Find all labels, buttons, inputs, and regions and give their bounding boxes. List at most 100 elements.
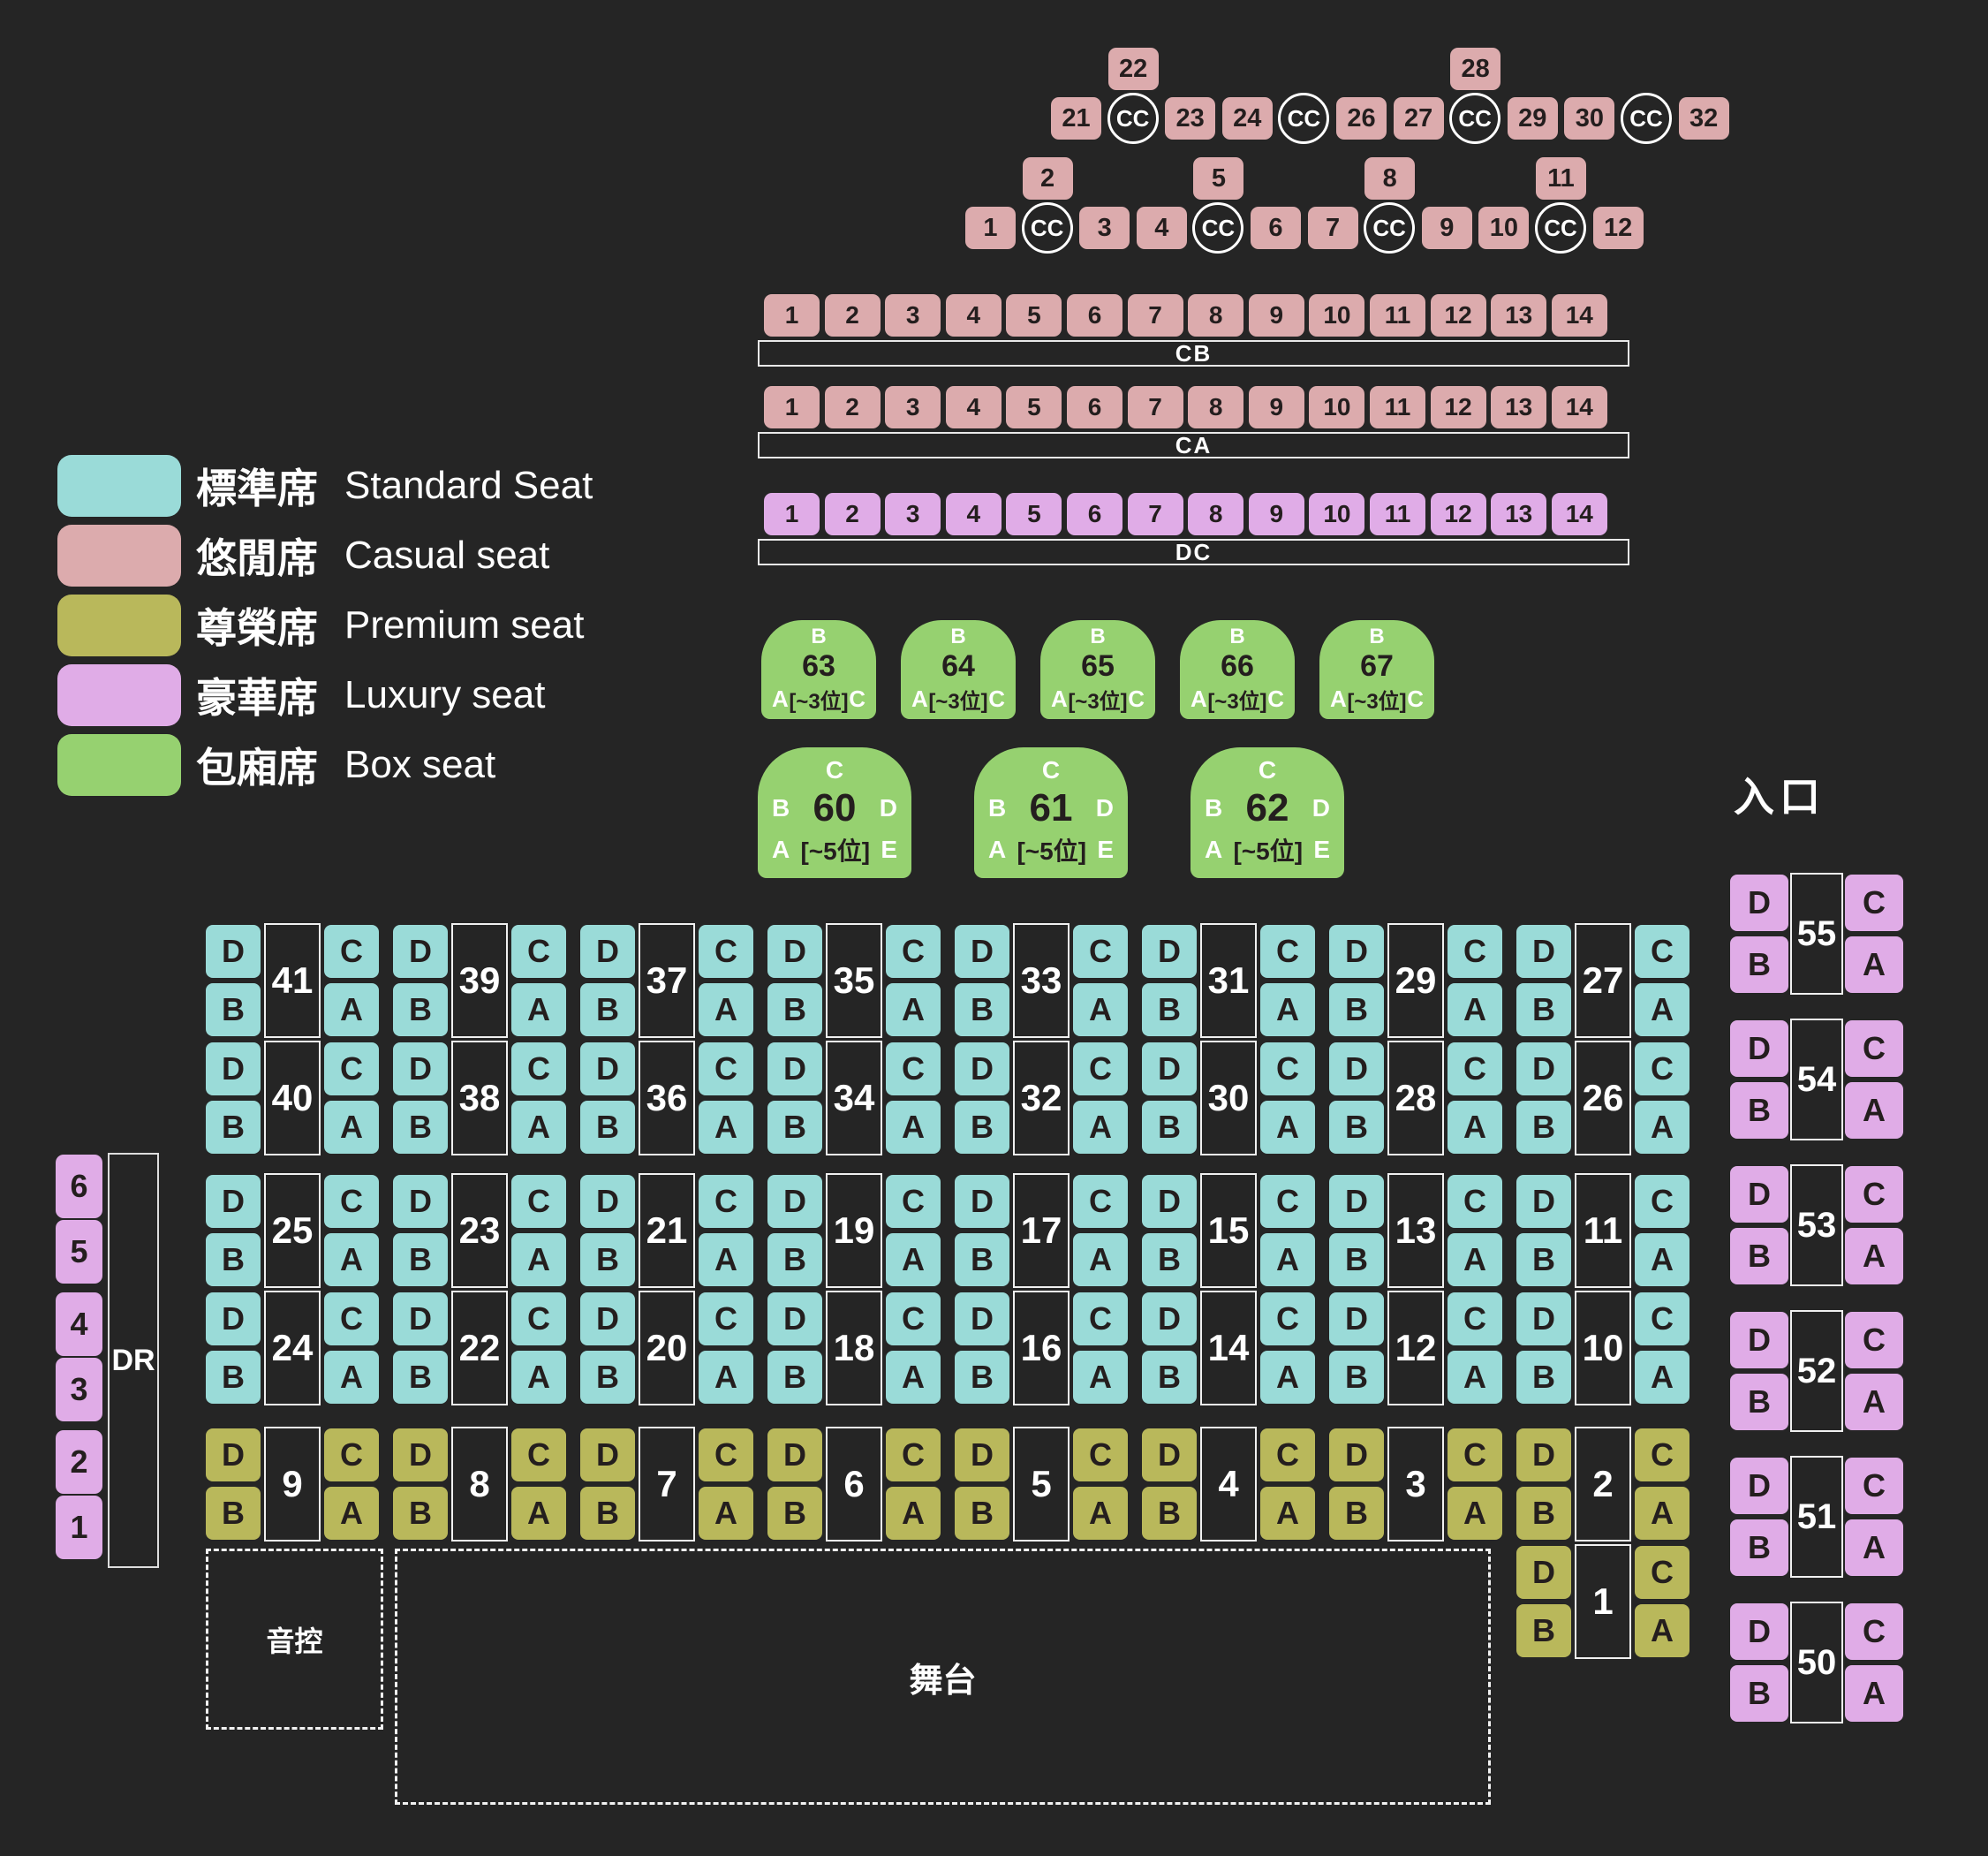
- seat-1-b[interactable]: B: [1516, 1604, 1571, 1657]
- seat-32-d[interactable]: D: [955, 1042, 1009, 1095]
- seat-23-b[interactable]: B: [393, 1233, 448, 1286]
- seat-21-c[interactable]: C: [699, 1175, 753, 1228]
- seat-dr-5[interactable]: 5: [56, 1220, 102, 1284]
- seat-5-a[interactable]: A: [1073, 1487, 1128, 1540]
- seat-11-b[interactable]: B: [1516, 1233, 1571, 1286]
- seat-25-d[interactable]: D: [206, 1175, 261, 1228]
- seat-18-b[interactable]: B: [767, 1351, 822, 1404]
- seat-7-b[interactable]: B: [580, 1487, 635, 1540]
- seat-ca-9[interactable]: 9: [1248, 386, 1304, 428]
- seat-20-a[interactable]: A: [699, 1351, 753, 1404]
- seat-23-d[interactable]: D: [393, 1175, 448, 1228]
- seat-32-c[interactable]: C: [1073, 1042, 1128, 1095]
- seat-casual-26[interactable]: 26: [1336, 97, 1387, 140]
- seat-10-d[interactable]: D: [1516, 1292, 1571, 1345]
- seat-52-a[interactable]: A: [1845, 1374, 1903, 1430]
- seat-11-d[interactable]: D: [1516, 1175, 1571, 1228]
- seat-5-c[interactable]: C: [1073, 1428, 1128, 1481]
- seat-cc[interactable]: CC: [1192, 202, 1244, 254]
- seat-20-d[interactable]: D: [580, 1292, 635, 1345]
- seat-casual-4[interactable]: 4: [1136, 207, 1187, 249]
- seat-cb-11[interactable]: 11: [1370, 294, 1425, 337]
- table-23[interactable]: 23: [451, 1173, 508, 1288]
- seat-38-a[interactable]: A: [511, 1101, 566, 1154]
- seat-11-a[interactable]: A: [1635, 1233, 1689, 1286]
- seat-54-d[interactable]: D: [1730, 1020, 1788, 1077]
- seat-21-d[interactable]: D: [580, 1175, 635, 1228]
- seat-cc[interactable]: CC: [1364, 202, 1416, 254]
- seat-28-b[interactable]: B: [1329, 1101, 1384, 1154]
- seat-32-b[interactable]: B: [955, 1101, 1009, 1154]
- seat-12-c[interactable]: C: [1448, 1292, 1502, 1345]
- seat-40-b[interactable]: B: [206, 1101, 261, 1154]
- table-33[interactable]: 33: [1013, 923, 1070, 1038]
- seat-31-b[interactable]: B: [1142, 983, 1197, 1036]
- seat-cc[interactable]: CC: [1278, 93, 1330, 144]
- seat-36-a[interactable]: A: [699, 1101, 753, 1154]
- seat-16-b[interactable]: B: [955, 1351, 1009, 1404]
- seat-10-c[interactable]: C: [1635, 1292, 1689, 1345]
- seat-33-d[interactable]: D: [955, 925, 1009, 978]
- seat-2-a[interactable]: A: [1635, 1487, 1689, 1540]
- table-15[interactable]: 15: [1200, 1173, 1257, 1288]
- seat-17-b[interactable]: B: [955, 1233, 1009, 1286]
- seat-16-a[interactable]: A: [1073, 1351, 1128, 1404]
- table-41[interactable]: 41: [264, 923, 321, 1038]
- seat-14-b[interactable]: B: [1142, 1351, 1197, 1404]
- seat-ca-10[interactable]: 10: [1309, 386, 1365, 428]
- seat-10-a[interactable]: A: [1635, 1351, 1689, 1404]
- seat-41-b[interactable]: B: [206, 983, 261, 1036]
- seat-casual-23[interactable]: 23: [1165, 97, 1216, 140]
- seat-dr-4[interactable]: 4: [56, 1292, 102, 1356]
- seat-20-b[interactable]: B: [580, 1351, 635, 1404]
- seat-8-d[interactable]: D: [393, 1428, 448, 1481]
- seat-41-c[interactable]: C: [324, 925, 379, 978]
- seat-dc-14[interactable]: 14: [1551, 493, 1607, 535]
- seat-cb-10[interactable]: 10: [1309, 294, 1365, 337]
- seat-dc-8[interactable]: 8: [1188, 493, 1244, 535]
- seat-cb-5[interactable]: 5: [1006, 294, 1062, 337]
- table-27[interactable]: 27: [1575, 923, 1631, 1038]
- table-6[interactable]: 6: [826, 1427, 882, 1542]
- seat-dc-11[interactable]: 11: [1370, 493, 1425, 535]
- seat-casual-1[interactable]: 1: [965, 207, 1016, 249]
- seat-55-d[interactable]: D: [1730, 875, 1788, 931]
- seat-3-d[interactable]: D: [1329, 1428, 1384, 1481]
- seat-6-c[interactable]: C: [886, 1428, 941, 1481]
- table-17[interactable]: 17: [1013, 1173, 1070, 1288]
- seat-17-d[interactable]: D: [955, 1175, 1009, 1228]
- seat-19-a[interactable]: A: [886, 1233, 941, 1286]
- seat-39-a[interactable]: A: [511, 983, 566, 1036]
- seat-50-d[interactable]: D: [1730, 1603, 1788, 1660]
- seat-16-d[interactable]: D: [955, 1292, 1009, 1345]
- seat-cc[interactable]: CC: [1021, 202, 1073, 254]
- seat-15-a[interactable]: A: [1260, 1233, 1315, 1286]
- table-22[interactable]: 22: [451, 1291, 508, 1405]
- seat-23-c[interactable]: C: [511, 1175, 566, 1228]
- seat-9-c[interactable]: C: [324, 1428, 379, 1481]
- seat-40-a[interactable]: A: [324, 1101, 379, 1154]
- table-18[interactable]: 18: [826, 1291, 882, 1405]
- table-53[interactable]: 53: [1790, 1164, 1843, 1286]
- seat-29-d[interactable]: D: [1329, 925, 1384, 978]
- seat-35-c[interactable]: C: [886, 925, 941, 978]
- table-35[interactable]: 35: [826, 923, 882, 1038]
- seat-dc-4[interactable]: 4: [945, 493, 1002, 535]
- seat-casual-32[interactable]: 32: [1678, 97, 1729, 140]
- seat-30-b[interactable]: B: [1142, 1101, 1197, 1154]
- seat-casual-21[interactable]: 21: [1051, 97, 1101, 140]
- seat-cb-2[interactable]: 2: [824, 294, 881, 337]
- seat-17-c[interactable]: C: [1073, 1175, 1128, 1228]
- table-8[interactable]: 8: [451, 1427, 508, 1542]
- table-40[interactable]: 40: [264, 1041, 321, 1155]
- seat-3-a[interactable]: A: [1448, 1487, 1502, 1540]
- seat-35-a[interactable]: A: [886, 983, 941, 1036]
- seat-39-d[interactable]: D: [393, 925, 448, 978]
- seat-casual-9[interactable]: 9: [1421, 207, 1472, 249]
- seat-32-a[interactable]: A: [1073, 1101, 1128, 1154]
- seat-25-b[interactable]: B: [206, 1233, 261, 1286]
- seat-27-b[interactable]: B: [1516, 983, 1571, 1036]
- seat-casual-12[interactable]: 12: [1592, 207, 1644, 249]
- seat-40-c[interactable]: C: [324, 1042, 379, 1095]
